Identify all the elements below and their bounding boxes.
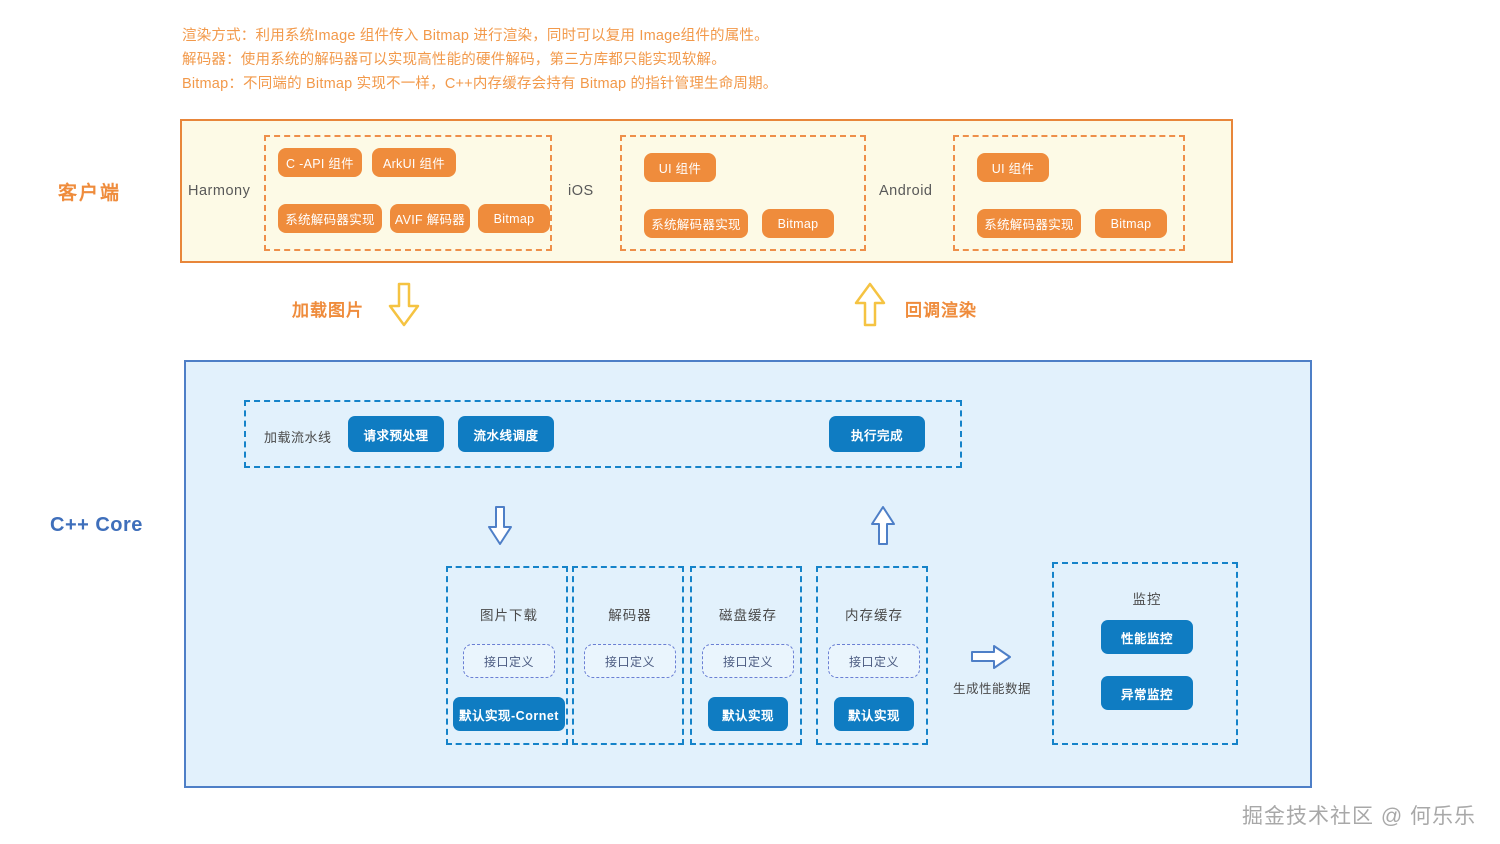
note-line-render: 渲染方式：利用系统Image 组件传入 Bitmap 进行渲染，同时可以复用 I… [182,28,769,44]
chip-harmony-sysdecoder[interactable]: 系统解码器实现 [278,204,382,233]
platform-group-harmony: C -API 组件 ArkUI 组件 系统解码器实现 AVIF 解码器 Bitm… [264,135,552,251]
monitor-button-performance[interactable]: 性能监控 [1101,620,1193,654]
module-title-disk-cache: 磁盘缓存 [719,608,777,623]
interface-box-download[interactable]: 接口定义 [463,644,555,678]
chip-harmony-bitmap[interactable]: Bitmap [478,204,550,233]
chip-harmony-avif[interactable]: AVIF 解码器 [390,204,470,233]
pipeline-step-preprocess[interactable]: 请求预处理 [348,416,444,452]
interface-box-disk-cache[interactable]: 接口定义 [702,644,794,678]
platform-group-ios: UI 组件 系统解码器实现 Bitmap [620,135,866,251]
watermark: 掘金技术社区 @ 何乐乐 [1242,805,1476,828]
chip-ios-sysdecoder[interactable]: 系统解码器实现 [644,209,748,238]
module-title-decoder: 解码器 [608,608,652,623]
arrow-up-core-icon [869,505,897,552]
header-notes: 渲染方式：利用系统Image 组件传入 Bitmap 进行渲染，同时可以复用 I… [182,24,1082,96]
chip-harmony-arkui[interactable]: ArkUI 组件 [372,148,456,177]
platform-group-android: UI 组件 系统解码器实现 Bitmap [953,135,1185,251]
impl-button-download[interactable]: 默认实现-Cornet [453,697,565,731]
note-line-decoder: 解码器：使用系统的解码器可以实现高性能的硬件解码，第三方库都只能实现软解。 [182,52,726,68]
pipeline-step-complete[interactable]: 执行完成 [829,416,925,452]
chip-android-ui[interactable]: UI 组件 [977,153,1049,182]
module-decoder: 解码器 接口定义 [572,566,684,745]
arrow-up-callback-icon [852,282,888,333]
module-image-download: 图片下载 接口定义 默认实现-Cornet [446,566,568,745]
interface-box-decoder[interactable]: 接口定义 [584,644,676,678]
chip-ios-ui[interactable]: UI 组件 [644,153,716,182]
platform-label-android: Android [879,183,933,199]
pipeline-group: 加载流水线 请求预处理 流水线调度 执行完成 [244,400,962,468]
module-title-monitoring: 监控 [1132,592,1162,607]
module-memory-cache: 内存缓存 接口定义 默认实现 [816,566,928,745]
chip-android-bitmap[interactable]: Bitmap [1095,209,1167,238]
platform-label-harmony: Harmony [188,183,251,199]
impl-button-disk-cache[interactable]: 默认实现 [708,697,788,731]
module-title-memory-cache: 内存缓存 [845,608,903,623]
chip-ios-bitmap[interactable]: Bitmap [762,209,834,238]
module-disk-cache: 磁盘缓存 接口定义 默认实现 [690,566,802,745]
monitor-button-exception[interactable]: 异常监控 [1101,676,1193,710]
core-section-label: C++ Core [50,514,143,536]
platform-label-ios: iOS [568,183,594,199]
core-panel: 加载流水线 请求预处理 流水线调度 执行完成 图片下载 接口定义 默认实现-Co… [184,360,1312,788]
pipeline-label: 加载流水线 [264,430,332,445]
module-title-download: 图片下载 [480,608,538,623]
chip-harmony-capi[interactable]: C -API 组件 [278,148,362,177]
pipeline-step-schedule[interactable]: 流水线调度 [458,416,554,452]
impl-button-memory-cache[interactable]: 默认实现 [834,697,914,731]
load-image-label: 加载图片 [292,301,364,320]
interface-box-memory-cache[interactable]: 接口定义 [828,644,920,678]
module-monitoring: 监控 性能监控 异常监控 [1052,562,1238,745]
note-line-bitmap: Bitmap：不同端的 Bitmap 实现不一样，C++内存缓存会持有 Bitm… [182,76,778,92]
chip-android-sysdecoder[interactable]: 系统解码器实现 [977,209,1081,238]
arrow-right-metrics-icon [970,644,1012,675]
arrow-down-load-icon [386,282,422,333]
client-section-label: 客户端 [58,183,122,204]
client-panel: Harmony C -API 组件 ArkUI 组件 系统解码器实现 AVIF … [180,119,1233,263]
arrow-down-core-icon [486,505,514,552]
callback-render-label: 回调渲染 [905,301,977,320]
metrics-arrow-label: 生成性能数据 [953,682,1032,696]
